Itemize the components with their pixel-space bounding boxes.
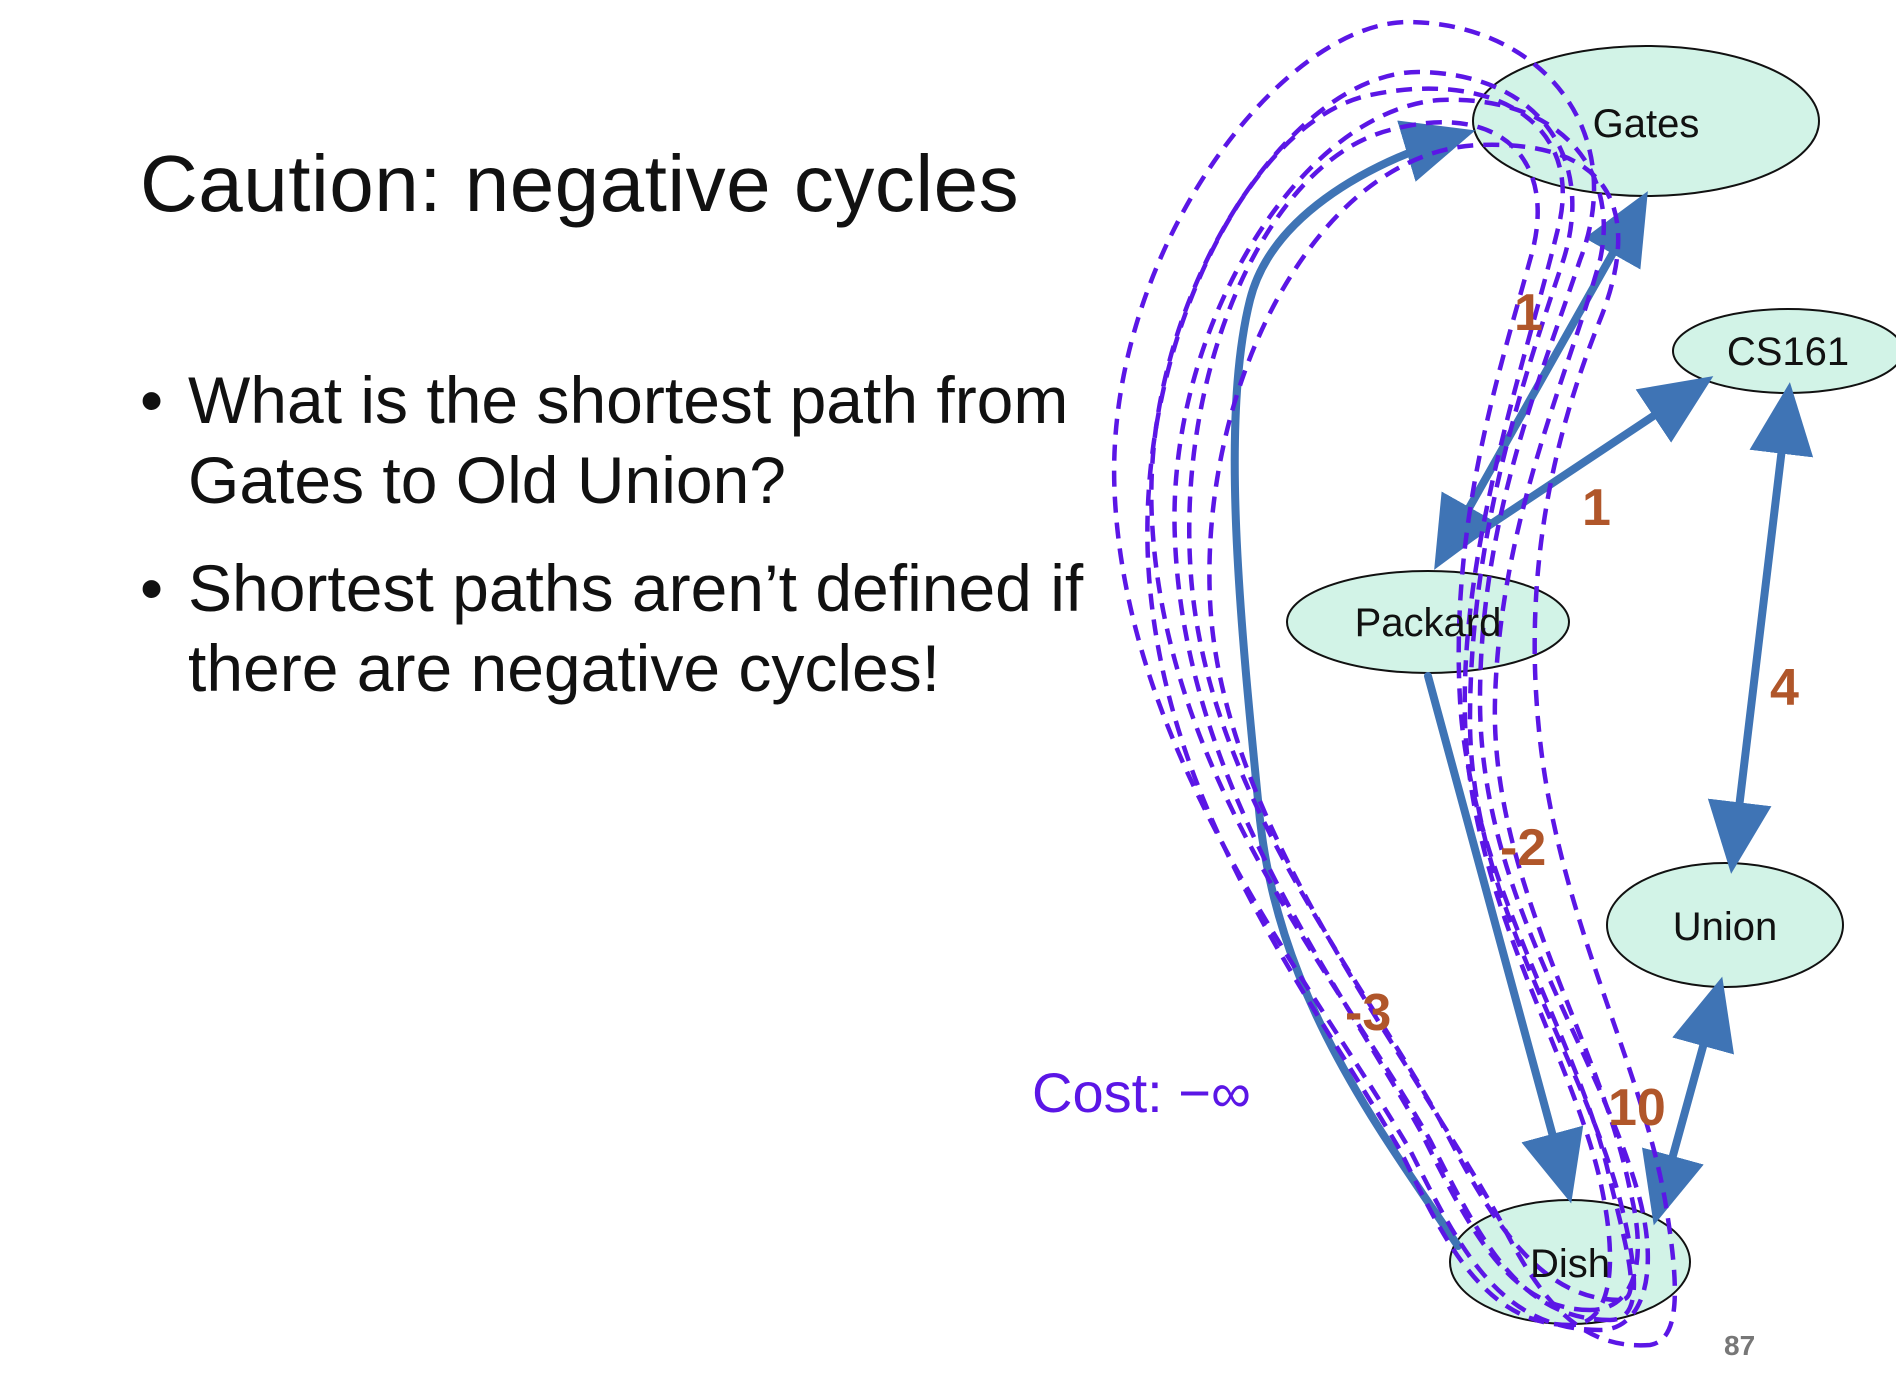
edge-label-gates-packard: 1 xyxy=(1514,284,1543,342)
edge-label-union-dish: 10 xyxy=(1608,1079,1666,1137)
bullet-list: What is the shortest path from Gates to … xyxy=(140,360,1090,736)
node-label-packard: Packard xyxy=(1355,601,1502,645)
edge-gates-packard xyxy=(1434,191,1648,570)
slide-title: Caution: negative cycles xyxy=(140,139,1020,228)
slide-number: 87 xyxy=(1724,1330,1756,1361)
edges xyxy=(1230,120,1814,1250)
bullet-item: Shortest paths aren’t defined if there a… xyxy=(140,548,1090,708)
node-label-cs161: CS161 xyxy=(1727,330,1849,374)
edge-label-cs161-union: 4 xyxy=(1770,659,1799,717)
cost-label: Cost: −∞ xyxy=(1032,1061,1251,1124)
edge-packard-cs161 xyxy=(1436,376,1714,562)
bullet-item: What is the shortest path from Gates to … xyxy=(140,360,1090,520)
edge-label-dish-gates: -3 xyxy=(1345,984,1391,1042)
edge-cs161-union xyxy=(1707,382,1814,874)
node-label-gates: Gates xyxy=(1593,102,1700,146)
node-label-dish: Dish xyxy=(1530,1242,1610,1286)
edge-union-dish xyxy=(1642,976,1734,1226)
node-label-union: Union xyxy=(1673,905,1778,949)
edge-label-packard-dish: -2 xyxy=(1500,819,1546,877)
edge-dish-gates xyxy=(1230,120,1476,1250)
negative-cycle-loops xyxy=(1111,19,1678,1348)
edge-packard-dish xyxy=(1424,672,1584,1204)
edge-label-packard-cs161: 1 xyxy=(1582,479,1611,537)
